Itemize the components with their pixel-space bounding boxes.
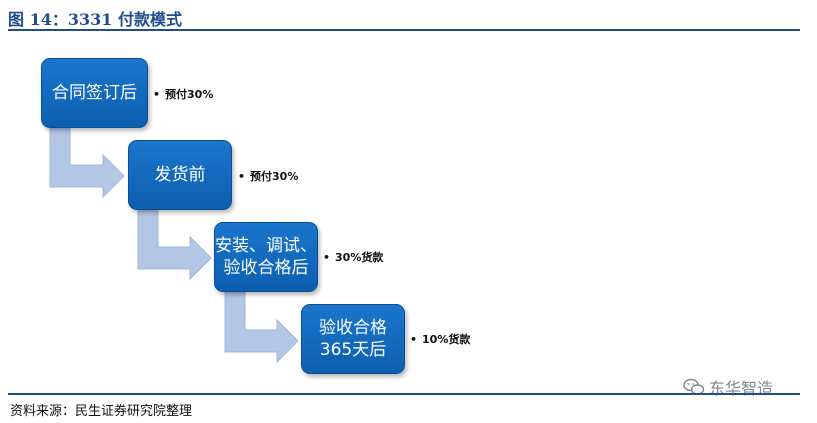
note-text: 30%货款 <box>335 251 384 264</box>
connector-arrow-2 <box>137 209 212 281</box>
note-text: 预付30% <box>250 170 299 183</box>
figure-title: 图 14：3331 付款模式 <box>8 10 182 29</box>
step-label-line: 365天后 <box>319 340 387 360</box>
note-installation-accepted: • 30%货款 <box>323 249 383 265</box>
source-note: 资料来源：民生证券研究院整理 <box>10 404 193 419</box>
step-365-days-after-acceptance: 验收合格 365天后 <box>301 304 405 374</box>
note-before-shipment: • 预付30% <box>238 168 298 184</box>
note-text: 10%货款 <box>422 333 471 346</box>
step-installation-accepted: 安装、调试、 验收合格后 <box>214 222 318 292</box>
step-before-shipment: 发货前 <box>128 140 232 210</box>
watermark-text: 东华智造 <box>709 379 774 398</box>
bullet: • <box>410 333 418 346</box>
connector-arrow-3 <box>224 291 299 364</box>
bullet: • <box>238 170 246 183</box>
connector-arrow-1 <box>49 127 125 199</box>
step-label: 合同签订后 <box>52 83 137 103</box>
step-label: 发货前 <box>154 165 206 185</box>
step-label-line: 安装、调试、 <box>215 236 317 256</box>
step-label-line: 验收合格后 <box>223 258 309 278</box>
step-label-line: 验收合格 <box>319 318 387 338</box>
bullet: • <box>153 88 161 101</box>
note-text: 预付30% <box>165 88 214 101</box>
note-365-days: • 10%货款 <box>410 331 470 347</box>
note-contract-signed: • 预付30% <box>153 86 213 102</box>
title-rule <box>8 29 800 31</box>
step-contract-signed: 合同签订后 <box>41 58 148 128</box>
wechat-icon <box>683 378 705 395</box>
footer-rule <box>8 393 800 395</box>
bullet: • <box>323 251 331 264</box>
